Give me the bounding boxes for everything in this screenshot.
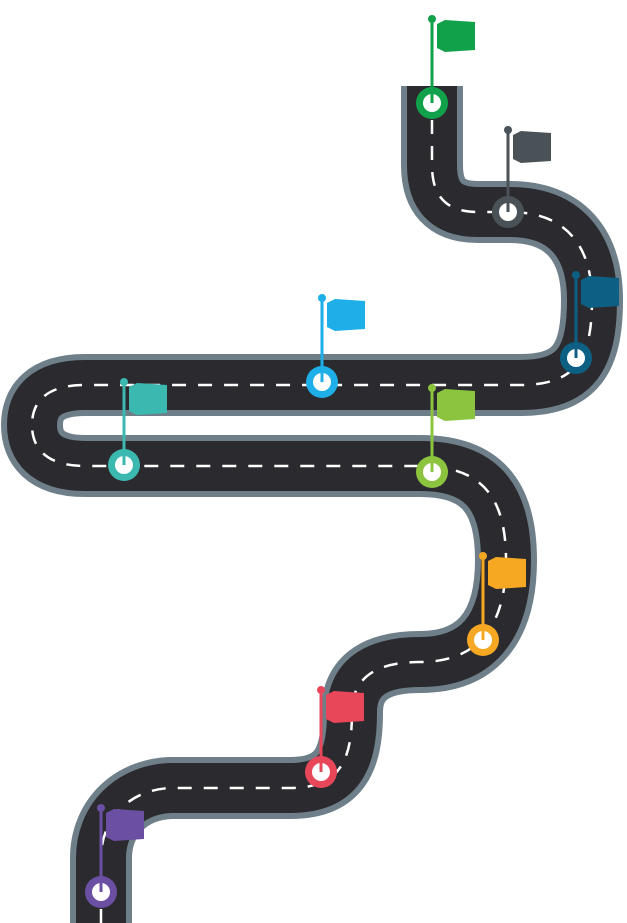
flag-pole-tip — [317, 686, 325, 694]
flag-icon — [326, 691, 364, 723]
milestone-8 — [492, 126, 551, 228]
flag-icon — [488, 557, 526, 589]
milestone-markers — [85, 15, 619, 908]
flag-icon — [129, 383, 167, 415]
flag-icon — [581, 276, 619, 308]
milestone-2 — [305, 686, 364, 788]
flag-icon — [437, 389, 475, 421]
flag-pole-tip — [318, 294, 326, 302]
flag-pole-tip — [120, 378, 128, 386]
milestone-3 — [467, 552, 526, 656]
milestone-1 — [85, 804, 144, 908]
milestone-9 — [416, 15, 475, 119]
milestone-7 — [560, 271, 619, 374]
flag-pole-tip — [428, 15, 436, 23]
flag-icon — [437, 20, 475, 52]
milestone-5 — [108, 378, 167, 481]
flag-icon — [106, 809, 144, 841]
flag-pole-tip — [504, 126, 512, 134]
flag-icon — [513, 131, 551, 163]
milestone-6 — [306, 294, 365, 398]
milestone-4 — [416, 384, 475, 488]
flag-pole-tip — [572, 271, 580, 279]
flag-pole-tip — [97, 804, 105, 812]
lane-marking — [30, 86, 594, 923]
flag-icon — [327, 299, 365, 331]
flag-pole-tip — [428, 384, 436, 392]
flag-pole-tip — [479, 552, 487, 560]
